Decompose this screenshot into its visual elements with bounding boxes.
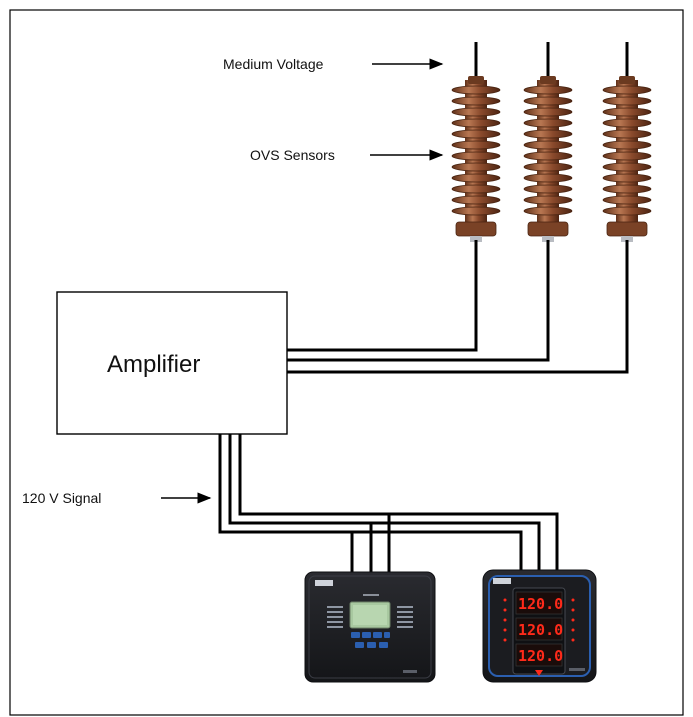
meter-reading-3: 120.0 <box>518 647 563 665</box>
amplifier-to-meter-wires <box>218 434 559 580</box>
ovs-sensor-group <box>451 76 652 242</box>
amplifier-label: Amplifier <box>107 351 200 378</box>
insulator-icon <box>602 76 652 242</box>
diagram-frame <box>9 9 684 716</box>
power-meter-icon: 120.0 120.0 120.0 <box>482 569 597 683</box>
signal-label: 120 V Signal <box>22 490 101 506</box>
conductor-lines <box>474 42 629 80</box>
sensor-to-amplifier-wires <box>287 240 629 374</box>
meter-reading-2: 120.0 <box>518 621 563 639</box>
insulator-icon <box>451 76 501 242</box>
insulator-icon <box>523 76 573 242</box>
meter-reading-1: 120.0 <box>518 595 563 613</box>
amplifier-box <box>56 291 288 435</box>
medium-voltage-label: Medium Voltage <box>223 56 324 72</box>
protective-relay-icon <box>304 571 436 683</box>
ovs-sensors-label: OVS Sensors <box>250 147 335 163</box>
